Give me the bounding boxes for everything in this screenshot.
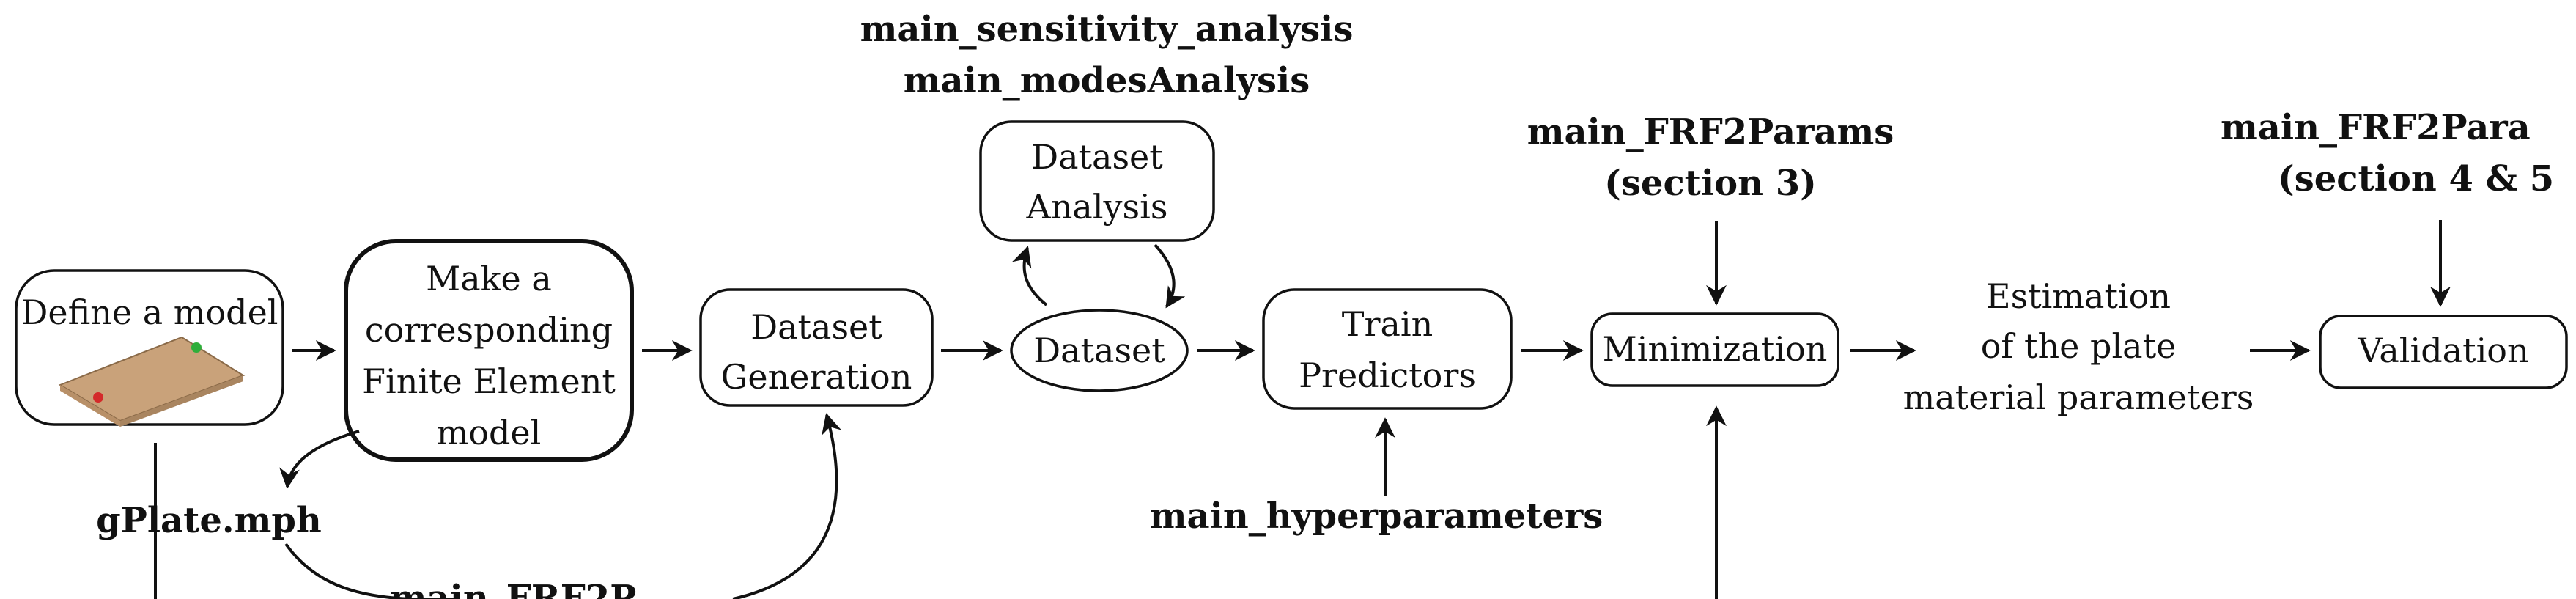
script-hyperparameters-label: main_hyperparameters: [1150, 496, 1603, 537]
script-gplate-label: gPlate.mph: [96, 500, 322, 541]
script-frf2params-s45-name: main_FRF2Para: [2221, 107, 2531, 148]
node-estimation: Estimation of the plate material paramet…: [1903, 276, 2254, 417]
arrow-bottom-to-generation: [732, 413, 842, 599]
script-modes-label: main_modesAnalysis: [904, 60, 1310, 101]
node-fe-model-line2: corresponding: [365, 310, 613, 350]
node-train-predictors-line2: Predictors: [1299, 356, 1476, 395]
node-estimation-line1: Estimation: [1986, 276, 2171, 316]
node-dataset-generation: Dataset Generation: [699, 288, 934, 407]
sensor-dot-red: [93, 392, 103, 403]
node-minimization: Minimization: [1590, 312, 1839, 387]
arrow-dataset-to-analysis: [1011, 246, 1048, 306]
node-dataset-generation-line2: Generation: [721, 357, 912, 397]
script-frf2params-s3-name: main_FRF2Params: [1527, 111, 1894, 152]
node-estimation-line2: of the plate: [1981, 326, 2177, 366]
node-validation: Validation: [2319, 315, 2568, 389]
node-fe-model-line4: model: [437, 413, 542, 452]
node-dataset-label: Dataset: [1033, 331, 1165, 370]
node-dataset: Dataset: [1010, 309, 1189, 392]
plate-image: [58, 336, 246, 427]
node-dataset-analysis: Dataset Analysis: [979, 120, 1215, 242]
node-dataset-analysis-line1: Dataset: [1031, 137, 1163, 177]
node-define-model: Define a model: [15, 269, 284, 427]
node-dataset-generation-line1: Dataset: [750, 307, 882, 347]
node-minimization-label: Minimization: [1603, 329, 1828, 369]
script-frf2params-s3-section: (section 3): [1604, 163, 1817, 204]
node-estimation-line3: material parameters: [1903, 378, 2254, 417]
script-sensitivity-label: main_sensitivity_analysis: [860, 9, 1354, 50]
node-dataset-analysis-line2: Analysis: [1026, 187, 1168, 227]
arrow-analysis-to-dataset: [1154, 243, 1186, 309]
arrow-fe-to-gplate: [279, 430, 360, 489]
sensor-dot-green: [191, 342, 202, 353]
curve-gplate-bottom: [284, 543, 454, 599]
script-frf2params-s45-section: (section 4 & 5: [2278, 158, 2554, 199]
node-fe-model: Make a corresponding Finite Element mode…: [344, 239, 634, 462]
node-validation-label: Validation: [2357, 331, 2528, 370]
node-fe-model-line1: Make a: [426, 259, 552, 298]
script-bottom-cut-label: main_FRF2P: [390, 578, 637, 599]
node-train-predictors: Train Predictors: [1262, 288, 1513, 410]
node-fe-model-line3: Finite Element: [362, 361, 616, 401]
node-define-model-label: Define a model: [21, 293, 278, 332]
node-train-predictors-line1: Train: [1342, 304, 1433, 344]
